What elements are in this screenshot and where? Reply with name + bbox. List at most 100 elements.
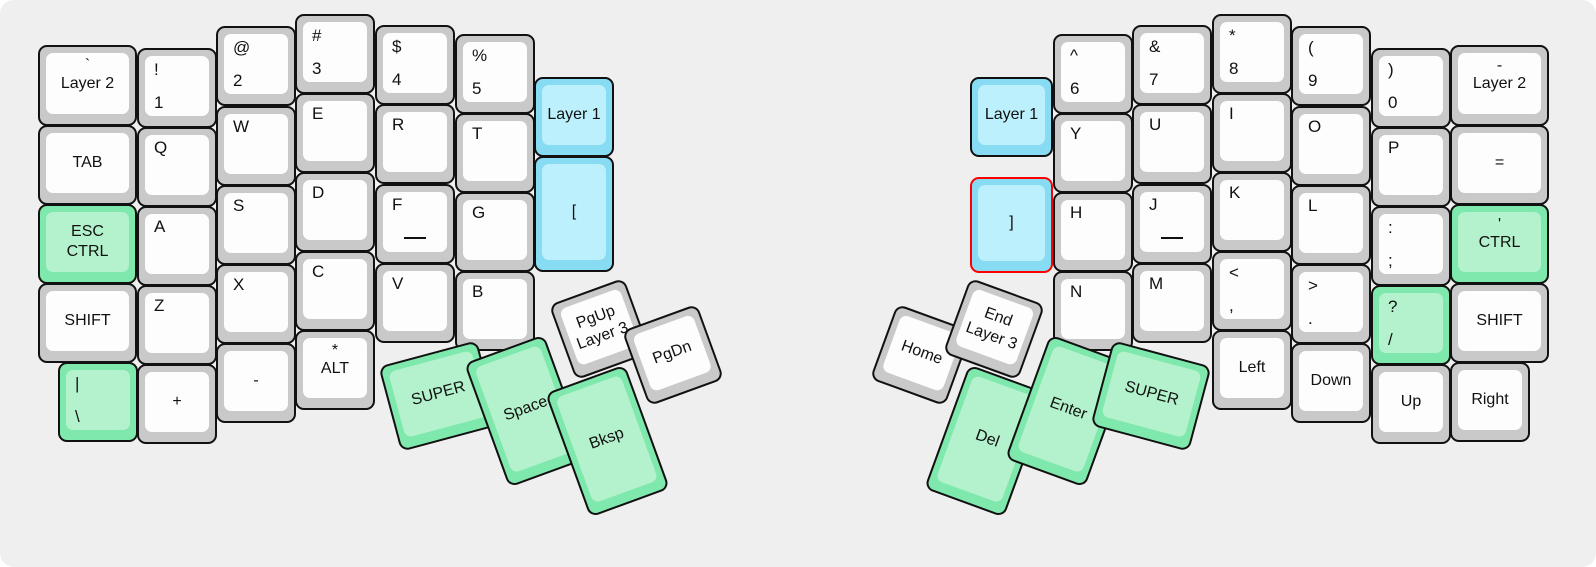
key-percent-5[interactable]: %5	[455, 34, 535, 114]
keycap-plus: +	[145, 372, 209, 432]
keycap-r: R	[383, 112, 447, 172]
key-minus-layer2[interactable]: -Layer 2	[1450, 45, 1549, 126]
keycap-u: U	[1140, 112, 1204, 172]
key-v[interactable]: V	[375, 263, 455, 343]
key-alt[interactable]: *ALT	[295, 330, 375, 410]
key-legend-center: [	[572, 202, 576, 222]
key-legend-top: I	[1229, 104, 1234, 123]
key-legend-line: Home	[898, 337, 945, 368]
key-z[interactable]: Z	[137, 285, 217, 365]
key-c[interactable]: C	[295, 251, 375, 331]
key-super-right[interactable]: SUPER	[1090, 340, 1212, 452]
key-legend-line: +	[172, 393, 182, 410]
key-a[interactable]: A	[137, 206, 217, 286]
key-pipe-backslash[interactable]: |\	[58, 362, 138, 442]
key-paren-close-0[interactable]: )0	[1371, 48, 1451, 128]
keycap-b: B	[463, 279, 527, 339]
keycap-n: N	[1061, 279, 1125, 339]
key-equals[interactable]: =	[1450, 125, 1549, 205]
key-y[interactable]: Y	[1053, 113, 1133, 193]
key-legend-top: N	[1070, 282, 1083, 301]
key-tab[interactable]: TAB	[38, 125, 137, 205]
key-o[interactable]: O	[1291, 106, 1371, 186]
key-e[interactable]: E	[295, 93, 375, 173]
key-k[interactable]: K	[1212, 172, 1292, 252]
key-legend-top: F	[392, 195, 403, 214]
keycap-a: A	[145, 214, 209, 274]
key-gt-period[interactable]: >.	[1291, 264, 1371, 344]
key-b[interactable]: B	[455, 271, 535, 351]
keycap-pipe-backslash: |\	[66, 370, 130, 430]
key-legend-top: ^	[1070, 46, 1078, 65]
key-bracket-right[interactable]: ]	[970, 177, 1053, 273]
key-s[interactable]: S	[216, 185, 296, 265]
key-excl-1[interactable]: !1	[137, 48, 217, 128]
key-question-slash[interactable]: ?/	[1371, 285, 1451, 365]
key-i[interactable]: I	[1212, 93, 1292, 173]
key-hash-3[interactable]: #3	[295, 14, 375, 94]
key-f[interactable]: F	[375, 184, 455, 264]
key-legend-bottom: 3	[312, 59, 322, 79]
key-layer1-left[interactable]: Layer 1	[534, 77, 614, 157]
keycap-tab: TAB	[46, 133, 129, 193]
key-minus-left[interactable]: -	[216, 343, 296, 423]
key-l[interactable]: L	[1291, 185, 1371, 265]
key-m[interactable]: M	[1132, 263, 1212, 343]
key-legend-top: C	[312, 262, 325, 281]
key-p[interactable]: P	[1371, 127, 1451, 207]
key-lt-comma[interactable]: <,	[1212, 251, 1292, 331]
key-legend-line: Del	[973, 426, 1002, 451]
key-j[interactable]: J	[1132, 184, 1212, 264]
key-legend-top: *	[1229, 26, 1236, 45]
key-legend-top: '	[1497, 216, 1502, 233]
key-up-arrow[interactable]: Up	[1371, 364, 1451, 444]
key-caret-6[interactable]: ^6	[1053, 34, 1133, 114]
key-quote-ctrl[interactable]: 'CTRL	[1450, 204, 1549, 284]
key-amp-7[interactable]: &7	[1132, 25, 1212, 105]
key-h[interactable]: H	[1053, 192, 1133, 272]
keycap-shift-left: SHIFT	[46, 291, 129, 351]
key-d[interactable]: D	[295, 172, 375, 252]
key-at-2[interactable]: @2	[216, 26, 296, 106]
key-shift-right[interactable]: SHIFT	[1450, 283, 1549, 363]
keycap-left-arrow: Left	[1220, 338, 1284, 398]
key-bracket-left[interactable]: [	[534, 156, 614, 272]
key-w[interactable]: W	[216, 106, 296, 186]
key-legend-bottom: ;	[1388, 251, 1393, 271]
key-legend-center: -	[253, 371, 258, 391]
key-x[interactable]: X	[216, 264, 296, 344]
keycap-minus-left: -	[224, 351, 288, 411]
key-left-arrow[interactable]: Left	[1212, 330, 1292, 410]
keycap-equals: =	[1458, 133, 1541, 193]
key-down-arrow[interactable]: Down	[1291, 343, 1371, 423]
key-right-arrow[interactable]: Right	[1450, 362, 1530, 442]
keycap-lt-comma: <,	[1220, 259, 1284, 319]
key-u[interactable]: U	[1132, 104, 1212, 184]
key-legend-center: =	[1495, 153, 1504, 173]
key-grave-layer2[interactable]: `Layer 2	[38, 45, 137, 126]
key-legend-center: Layer 2	[1472, 75, 1527, 92]
key-g[interactable]: G	[455, 192, 535, 272]
keycap-e: E	[303, 101, 367, 161]
key-legend-top: L	[1308, 196, 1318, 215]
key-t[interactable]: T	[455, 113, 535, 193]
keycap-quote-ctrl: 'CTRL	[1458, 212, 1541, 272]
key-dollar-4[interactable]: $4	[375, 25, 455, 105]
keycap-g: G	[463, 200, 527, 260]
key-legend-center: Space	[501, 392, 550, 426]
keycap-q: Q	[145, 135, 209, 195]
key-colon-semicolon[interactable]: :;	[1371, 206, 1451, 286]
key-legend-bottom: 9	[1308, 71, 1318, 91]
keycap-asterisk-8: *8	[1220, 22, 1284, 82]
key-plus[interactable]: +	[137, 364, 217, 444]
key-q[interactable]: Q	[137, 127, 217, 207]
key-asterisk-8[interactable]: *8	[1212, 14, 1292, 94]
key-legend-center: +	[172, 392, 181, 412]
key-paren-open-9[interactable]: (9	[1291, 26, 1371, 106]
key-legend-top: R	[392, 115, 405, 134]
key-layer1-right[interactable]: Layer 1	[970, 77, 1053, 157]
key-r[interactable]: R	[375, 104, 455, 184]
key-legend-line: Bksp	[587, 424, 627, 453]
key-shift-left[interactable]: SHIFT	[38, 283, 137, 363]
